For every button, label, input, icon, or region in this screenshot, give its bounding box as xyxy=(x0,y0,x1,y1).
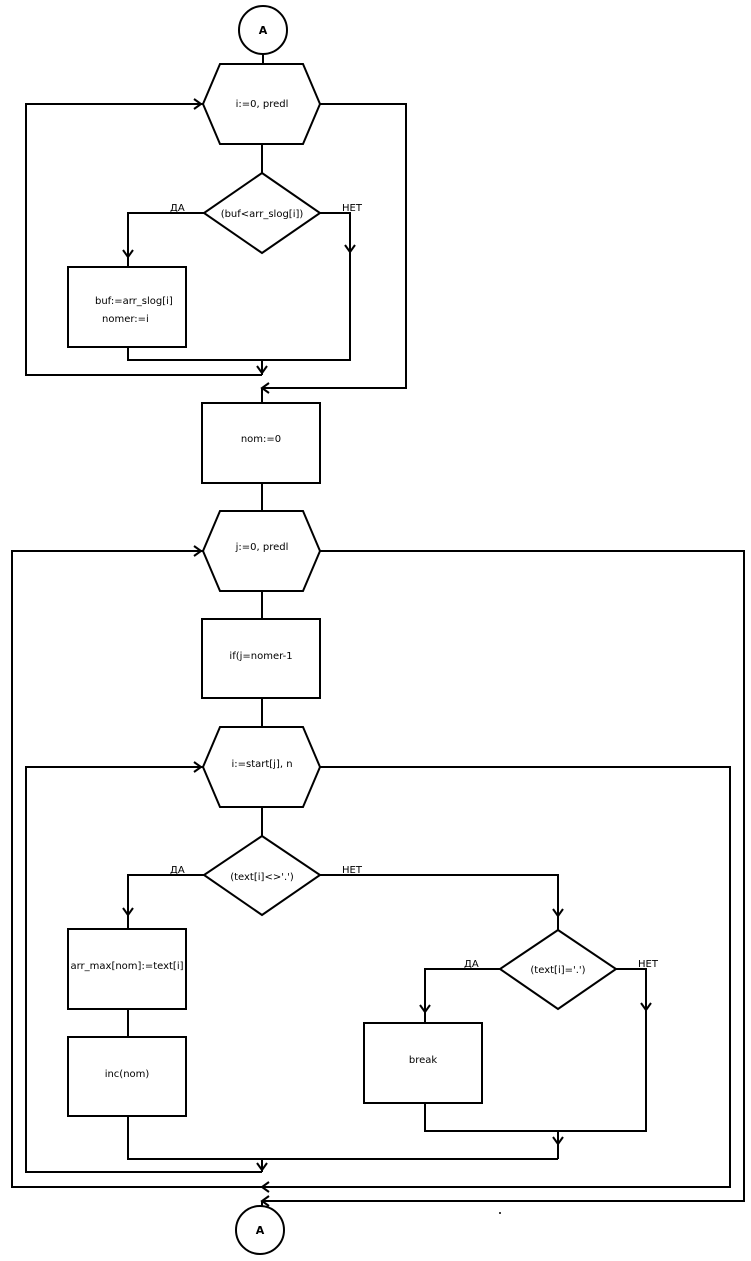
connector-top-label: A xyxy=(259,24,268,37)
connector-bottom: A xyxy=(235,1205,285,1255)
loop-i-start-label: i:=start[j], n xyxy=(231,759,292,770)
if-j-nomer-label: if(j=nomer-1 xyxy=(229,651,292,662)
condition-buf-less: (buf<arr_slog[i]) xyxy=(202,171,322,255)
assign-buf-label: buf:=arr_slog[i] xyxy=(95,296,173,307)
condition-not-dot: (text[i]<>'.') xyxy=(202,834,322,917)
loop-j-predl: j:=0, predl xyxy=(201,510,322,592)
cond1-yes-label: ДА xyxy=(170,203,185,214)
assign-buf-nomer: buf:=arr_slog[i] nomer:=i xyxy=(67,266,187,348)
loop-i-predl-label: i:=0, predl xyxy=(236,99,289,110)
arr-max-assign: arr_max[nom]:=text[i] xyxy=(67,928,187,1010)
loop-i-predl: i:=0, predl xyxy=(201,63,322,145)
inc-nom: inc(nom) xyxy=(67,1036,187,1117)
cond3-no-label: НЕТ xyxy=(638,959,659,970)
loop-i-start: i:=start[j], n xyxy=(201,726,322,808)
arr-max-assign-label: arr_max[nom]:=text[i] xyxy=(70,961,183,972)
stray-dot xyxy=(499,1212,501,1214)
cond3-yes-label: ДА xyxy=(464,959,479,970)
nom-init-label: nom:=0 xyxy=(241,434,281,445)
cond2-yes-label: ДА xyxy=(170,865,185,876)
condition-is-dot-label: (text[i]='.') xyxy=(530,965,585,976)
if-j-nomer: if(j=nomer-1 xyxy=(201,618,321,699)
condition-buf-less-label: (buf<arr_slog[i]) xyxy=(221,209,304,220)
nom-init: nom:=0 xyxy=(201,402,321,484)
break-block-label: break xyxy=(409,1055,438,1066)
break-block: break xyxy=(363,1022,483,1104)
loop-j-predl-label: j:=0, predl xyxy=(235,542,289,553)
connector-top: A xyxy=(238,5,288,55)
condition-not-dot-label: (text[i]<>'.') xyxy=(230,872,294,883)
cond1-no-label: НЕТ xyxy=(342,203,363,214)
inc-nom-label: inc(nom) xyxy=(105,1069,150,1080)
condition-is-dot: (text[i]='.') xyxy=(498,928,618,1011)
assign-nomer-label: nomer:=i xyxy=(102,314,149,325)
connector-bottom-label: A xyxy=(256,1224,265,1237)
cond2-no-label: НЕТ xyxy=(342,865,363,876)
